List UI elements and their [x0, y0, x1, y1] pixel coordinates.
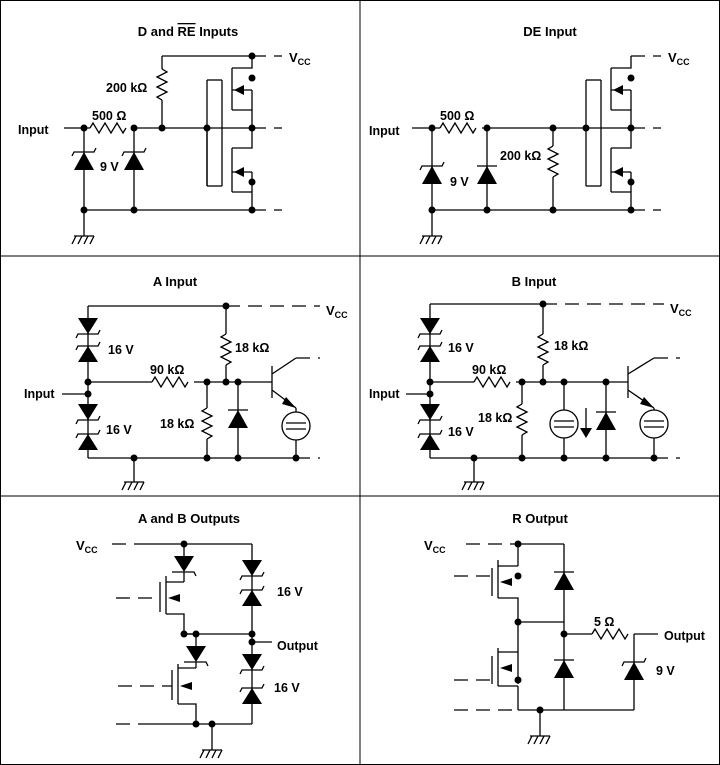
pullup-resistor-label: 18 kΩ	[235, 341, 269, 355]
schematic-wires	[406, 303, 680, 474]
zener-bottom-label: 16 V	[448, 425, 474, 439]
series-resistor-label: 90 kΩ	[150, 363, 184, 377]
panel-r-output: R Output VCC 5 Ω Output 9 V	[424, 511, 706, 745]
vcc-label: VCC	[668, 50, 690, 67]
junction-dots	[180, 540, 256, 728]
vcc-label: VCC	[326, 303, 348, 320]
panel-a-input: A Input Input 16 V 16 V 90 kΩ 18 kΩ 18 k…	[24, 274, 348, 491]
panel-d-re-inputs: D and RE Inputs Input 200 kΩ 500 Ω 9 V V…	[18, 24, 311, 245]
pulldown-resistor-label: 18 kΩ	[160, 417, 194, 431]
schematic-wires	[64, 55, 282, 228]
input-label: Input	[369, 124, 400, 138]
pullup-resistor-label: 18 kΩ	[554, 339, 588, 353]
panel-title: A Input	[153, 274, 198, 289]
input-label: Input	[18, 123, 49, 137]
vcc-label: VCC	[289, 50, 311, 67]
input-label: Input	[369, 387, 400, 401]
input-label: Input	[24, 387, 55, 401]
panel-title: A and B Outputs	[138, 511, 240, 526]
zener-label: 9 V	[450, 175, 469, 189]
series-resistor-label: 90 kΩ	[472, 363, 506, 377]
junction-dots	[514, 540, 568, 714]
vcc-label: VCC	[670, 301, 692, 318]
schematic-wires	[112, 543, 272, 742]
vcc-label: VCC	[76, 538, 98, 555]
series-resistor-label: 500 Ω	[92, 109, 126, 123]
zener-top-label: 16 V	[448, 341, 474, 355]
pulldown-resistor-label: 18 kΩ	[478, 411, 512, 425]
zener-label: 9 V	[100, 160, 119, 174]
output-label: Output	[664, 629, 706, 643]
series-resistor-label: 5 Ω	[594, 615, 614, 629]
zener-top-label: 16 V	[108, 343, 134, 357]
panel-title: DE Input	[523, 24, 577, 39]
schematic-wires	[62, 305, 320, 474]
junction-dots	[428, 74, 635, 214]
junction-dots	[84, 302, 300, 462]
panel-ab-outputs: A and B Outputs VCC 16 V Output 16 V	[76, 511, 319, 759]
panel-title: B Input	[512, 274, 557, 289]
vcc-label: VCC	[424, 538, 446, 555]
pull-resistor-label: 200 kΩ	[500, 149, 541, 163]
zener-top-label: 16 V	[277, 585, 303, 599]
panel-de-input: DE Input Input 500 Ω 200 kΩ 9 V VCC	[369, 24, 690, 245]
panel-title: R Output	[512, 511, 568, 526]
series-resistor-label: 500 Ω	[440, 109, 474, 123]
pull-resistor-label: 200 kΩ	[106, 81, 147, 95]
panel-b-input: B Input Input 16 V 16 V 90 kΩ 18 kΩ 18 k…	[369, 274, 692, 491]
junction-dots	[80, 52, 256, 214]
zener-bottom-label: 16 V	[106, 423, 132, 437]
schematic-wires	[412, 55, 661, 228]
panel-title: D and RE Inputs	[138, 24, 238, 39]
zener-bottom-label: 16 V	[274, 681, 300, 695]
zener-label: 9 V	[656, 664, 675, 678]
junction-dots	[426, 300, 658, 462]
output-label: Output	[277, 639, 319, 653]
